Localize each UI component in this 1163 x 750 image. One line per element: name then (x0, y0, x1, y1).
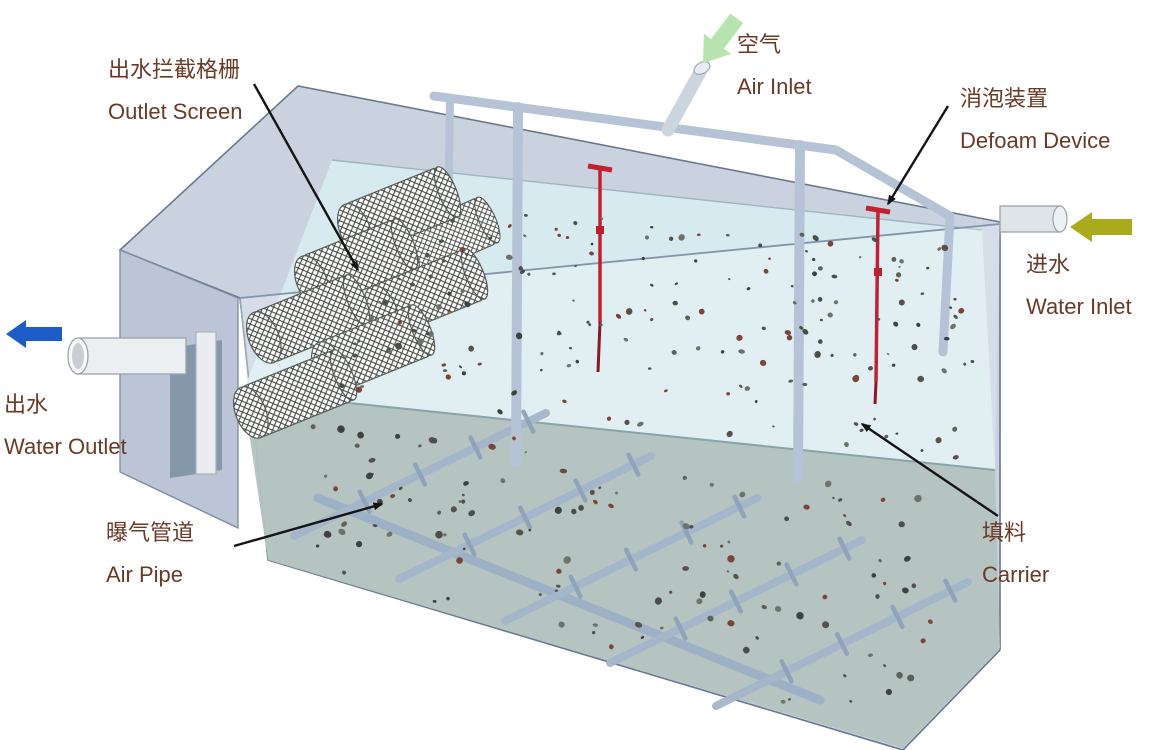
outlet-screen-cylinders (232, 166, 501, 439)
air-pipe-label: 曝气管道 Air Pipe (106, 518, 194, 590)
water-outlet-label-zh: 出水 (4, 392, 49, 417)
water-outlet-label: 出水 Water Outlet (4, 390, 127, 462)
water-outlet-arrow-icon (6, 320, 62, 348)
water-outlet-label-en: Water Outlet (4, 434, 127, 459)
riser-pipe-right (793, 140, 805, 483)
pointer-arrows (233, 83, 999, 548)
carrier-particles-underwater (310, 424, 933, 704)
air-inlet-opening (693, 61, 711, 75)
carrier-pointer-arrow (860, 423, 999, 517)
waterline (242, 391, 996, 471)
air-pipe-pointer-arrow (233, 502, 384, 548)
defoam-pointer-arrow (886, 105, 950, 206)
outlet-standpipe (195, 331, 217, 475)
defoam-device-label-zh: 消泡装置 (960, 86, 1049, 111)
top-frame-pipe (429, 91, 955, 221)
riser-pipe-left (511, 102, 523, 467)
water-inlet-arrow-icon (1070, 212, 1132, 242)
air-inlet-label-zh: 空气 (737, 32, 782, 57)
air-inlet-arrow-icon (703, 13, 744, 63)
air-pipe-label-en: Air Pipe (106, 562, 184, 587)
outlet-screen-label-en: Outlet Screen (108, 99, 243, 124)
carrier-label: 填料 Carrier (982, 518, 1049, 590)
water-inlet-label-en: Water Inlet (1026, 294, 1132, 319)
defoam-device-label-en: Defoam Device (960, 128, 1111, 153)
air-inlet-label-en: Air Inlet (737, 74, 812, 99)
outlet-screen-pointer-arrow (252, 83, 360, 272)
air-inlet-pipe (661, 65, 707, 137)
water-inlet-label-zh: 进水 (1026, 252, 1071, 277)
air-inlet-label: 空气 Air Inlet (737, 30, 812, 102)
water-inlet-pipe (999, 205, 1068, 233)
inlet-downcomer-pipe (938, 211, 955, 357)
defoam-device-1 (587, 163, 613, 373)
air-header-pipe (313, 493, 825, 705)
carrier-label-zh: 填料 (982, 520, 1027, 545)
water-inlet-label: 进水 Water Inlet (1026, 250, 1132, 322)
air-distribution-pipes (429, 61, 955, 483)
outlet-screen-label: 出水拦截格栅 Outlet Screen (108, 55, 243, 127)
carrier-particles-surface (339, 213, 975, 460)
carrier-label-en: Carrier (982, 562, 1050, 587)
water-outlet-pipe (67, 337, 187, 375)
defoam-device-2 (865, 205, 891, 405)
air-pipe-lattice (290, 409, 972, 710)
outlet-screen-label-zh: 出水拦截格栅 (108, 57, 241, 82)
defoam-device-label: 消泡装置 Defoam Device (960, 84, 1110, 156)
air-pipe-label-zh: 曝气管道 (106, 520, 195, 545)
